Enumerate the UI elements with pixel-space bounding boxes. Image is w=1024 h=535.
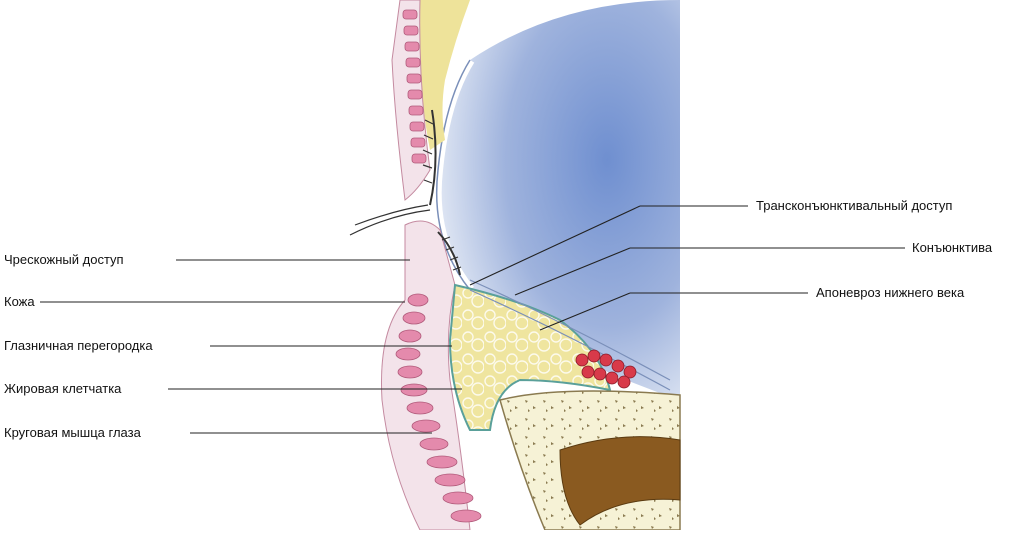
- label-transkonyunktivalny-dostup: Трансконъюнктивальный доступ: [756, 198, 953, 213]
- label-konyunktiva: Конъюнктива: [912, 240, 993, 255]
- upper-eyelid: [349, 0, 470, 236]
- leader-lines: [40, 205, 905, 434]
- lower-eyelid: [381, 220, 482, 531]
- leader-transconj-diag: [469, 205, 641, 286]
- orbital-rim-bone: [499, 390, 681, 531]
- label-glaznichnaya-peregorodka: Глазничная перегородка: [4, 338, 153, 353]
- leader-aponeurosis-diag: [539, 292, 631, 331]
- leader-conj-diag: [514, 247, 631, 296]
- label-zhirovaya-kletchatka: Жировая клетчатка: [4, 381, 122, 396]
- label-chreskozhny-dostup: Чрескожный доступ: [4, 252, 124, 267]
- orbital-fat: [448, 279, 671, 431]
- label-kozha: Кожа: [4, 294, 35, 309]
- label-krugovaya-myshtsa: Круговая мышца глаза: [4, 425, 141, 440]
- label-aponevroz-nizhnego-veka: Апоневроз нижнего века: [816, 285, 965, 300]
